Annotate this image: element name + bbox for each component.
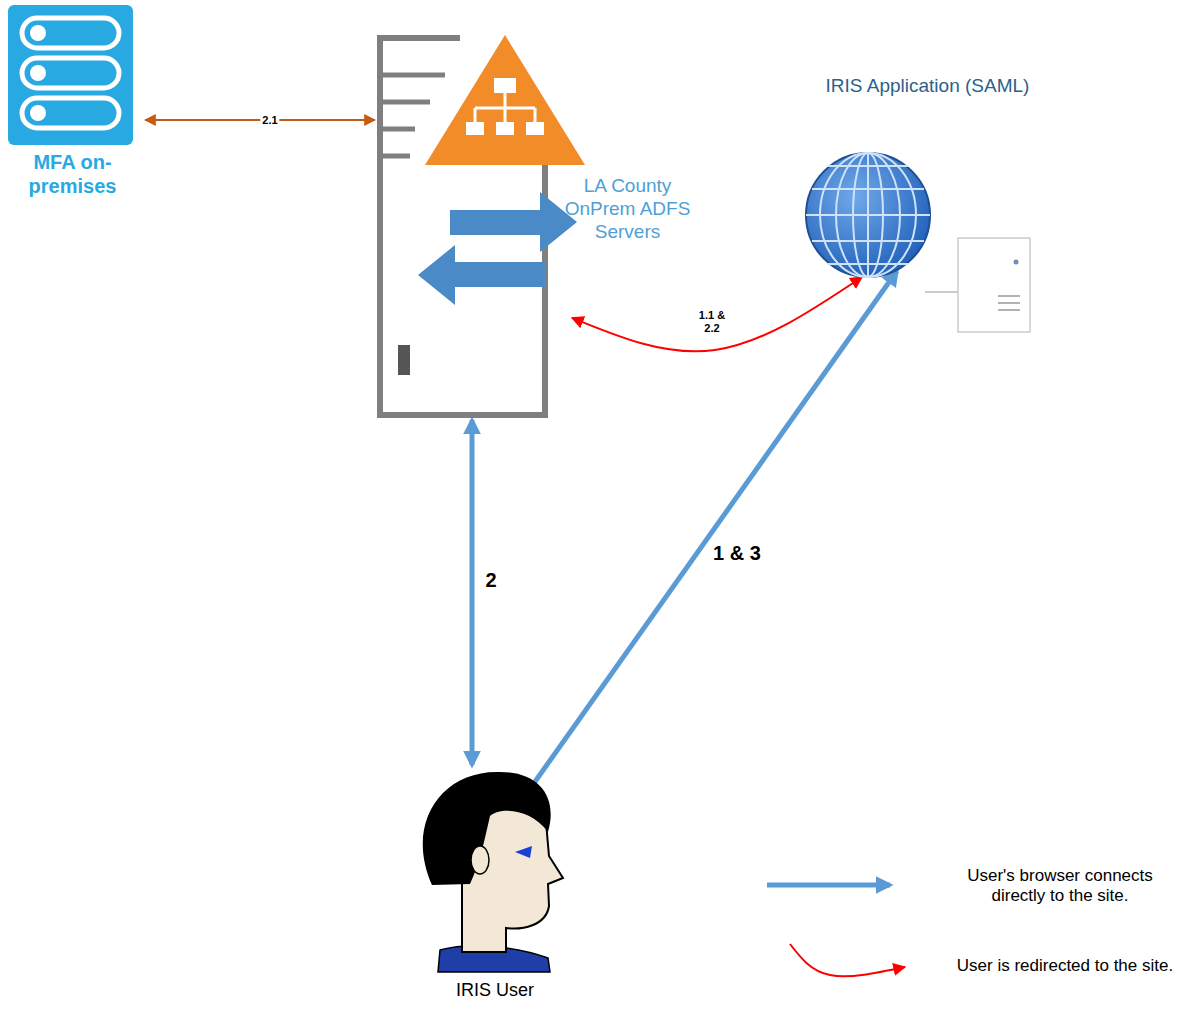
legend-text: User is redirected to the site. xyxy=(955,956,1175,976)
edge-step-label: 1 & 3 xyxy=(711,541,763,566)
edge-step-label: 2.1 xyxy=(260,113,279,128)
user-figure: IRIS User xyxy=(400,765,590,1010)
edge-step-label: 2 xyxy=(483,568,498,593)
connector xyxy=(572,277,862,351)
legend-line-sample xyxy=(767,883,890,888)
node-label: IRIS User xyxy=(400,980,590,1002)
user-figure-icon xyxy=(400,765,590,1010)
connector xyxy=(470,420,475,765)
mfa-server: MFA on-premises xyxy=(0,0,145,210)
node-label: MFA on-premises xyxy=(5,150,140,198)
node-label: IRIS Application (SAML) xyxy=(815,75,1040,98)
edge-step-label: 1.1 & 2.2 xyxy=(693,308,731,335)
legend-line-sample xyxy=(790,944,905,976)
web-application-icon xyxy=(815,75,1040,335)
node-label: LA County OnPrem ADFS Servers xyxy=(560,175,695,243)
legend-text: User's browser connects directly to the … xyxy=(940,866,1180,907)
web-application: IRIS Application (SAML) xyxy=(815,75,1040,335)
connector xyxy=(522,271,897,800)
adfs-server: LA County OnPrem ADFS Servers xyxy=(375,30,705,420)
